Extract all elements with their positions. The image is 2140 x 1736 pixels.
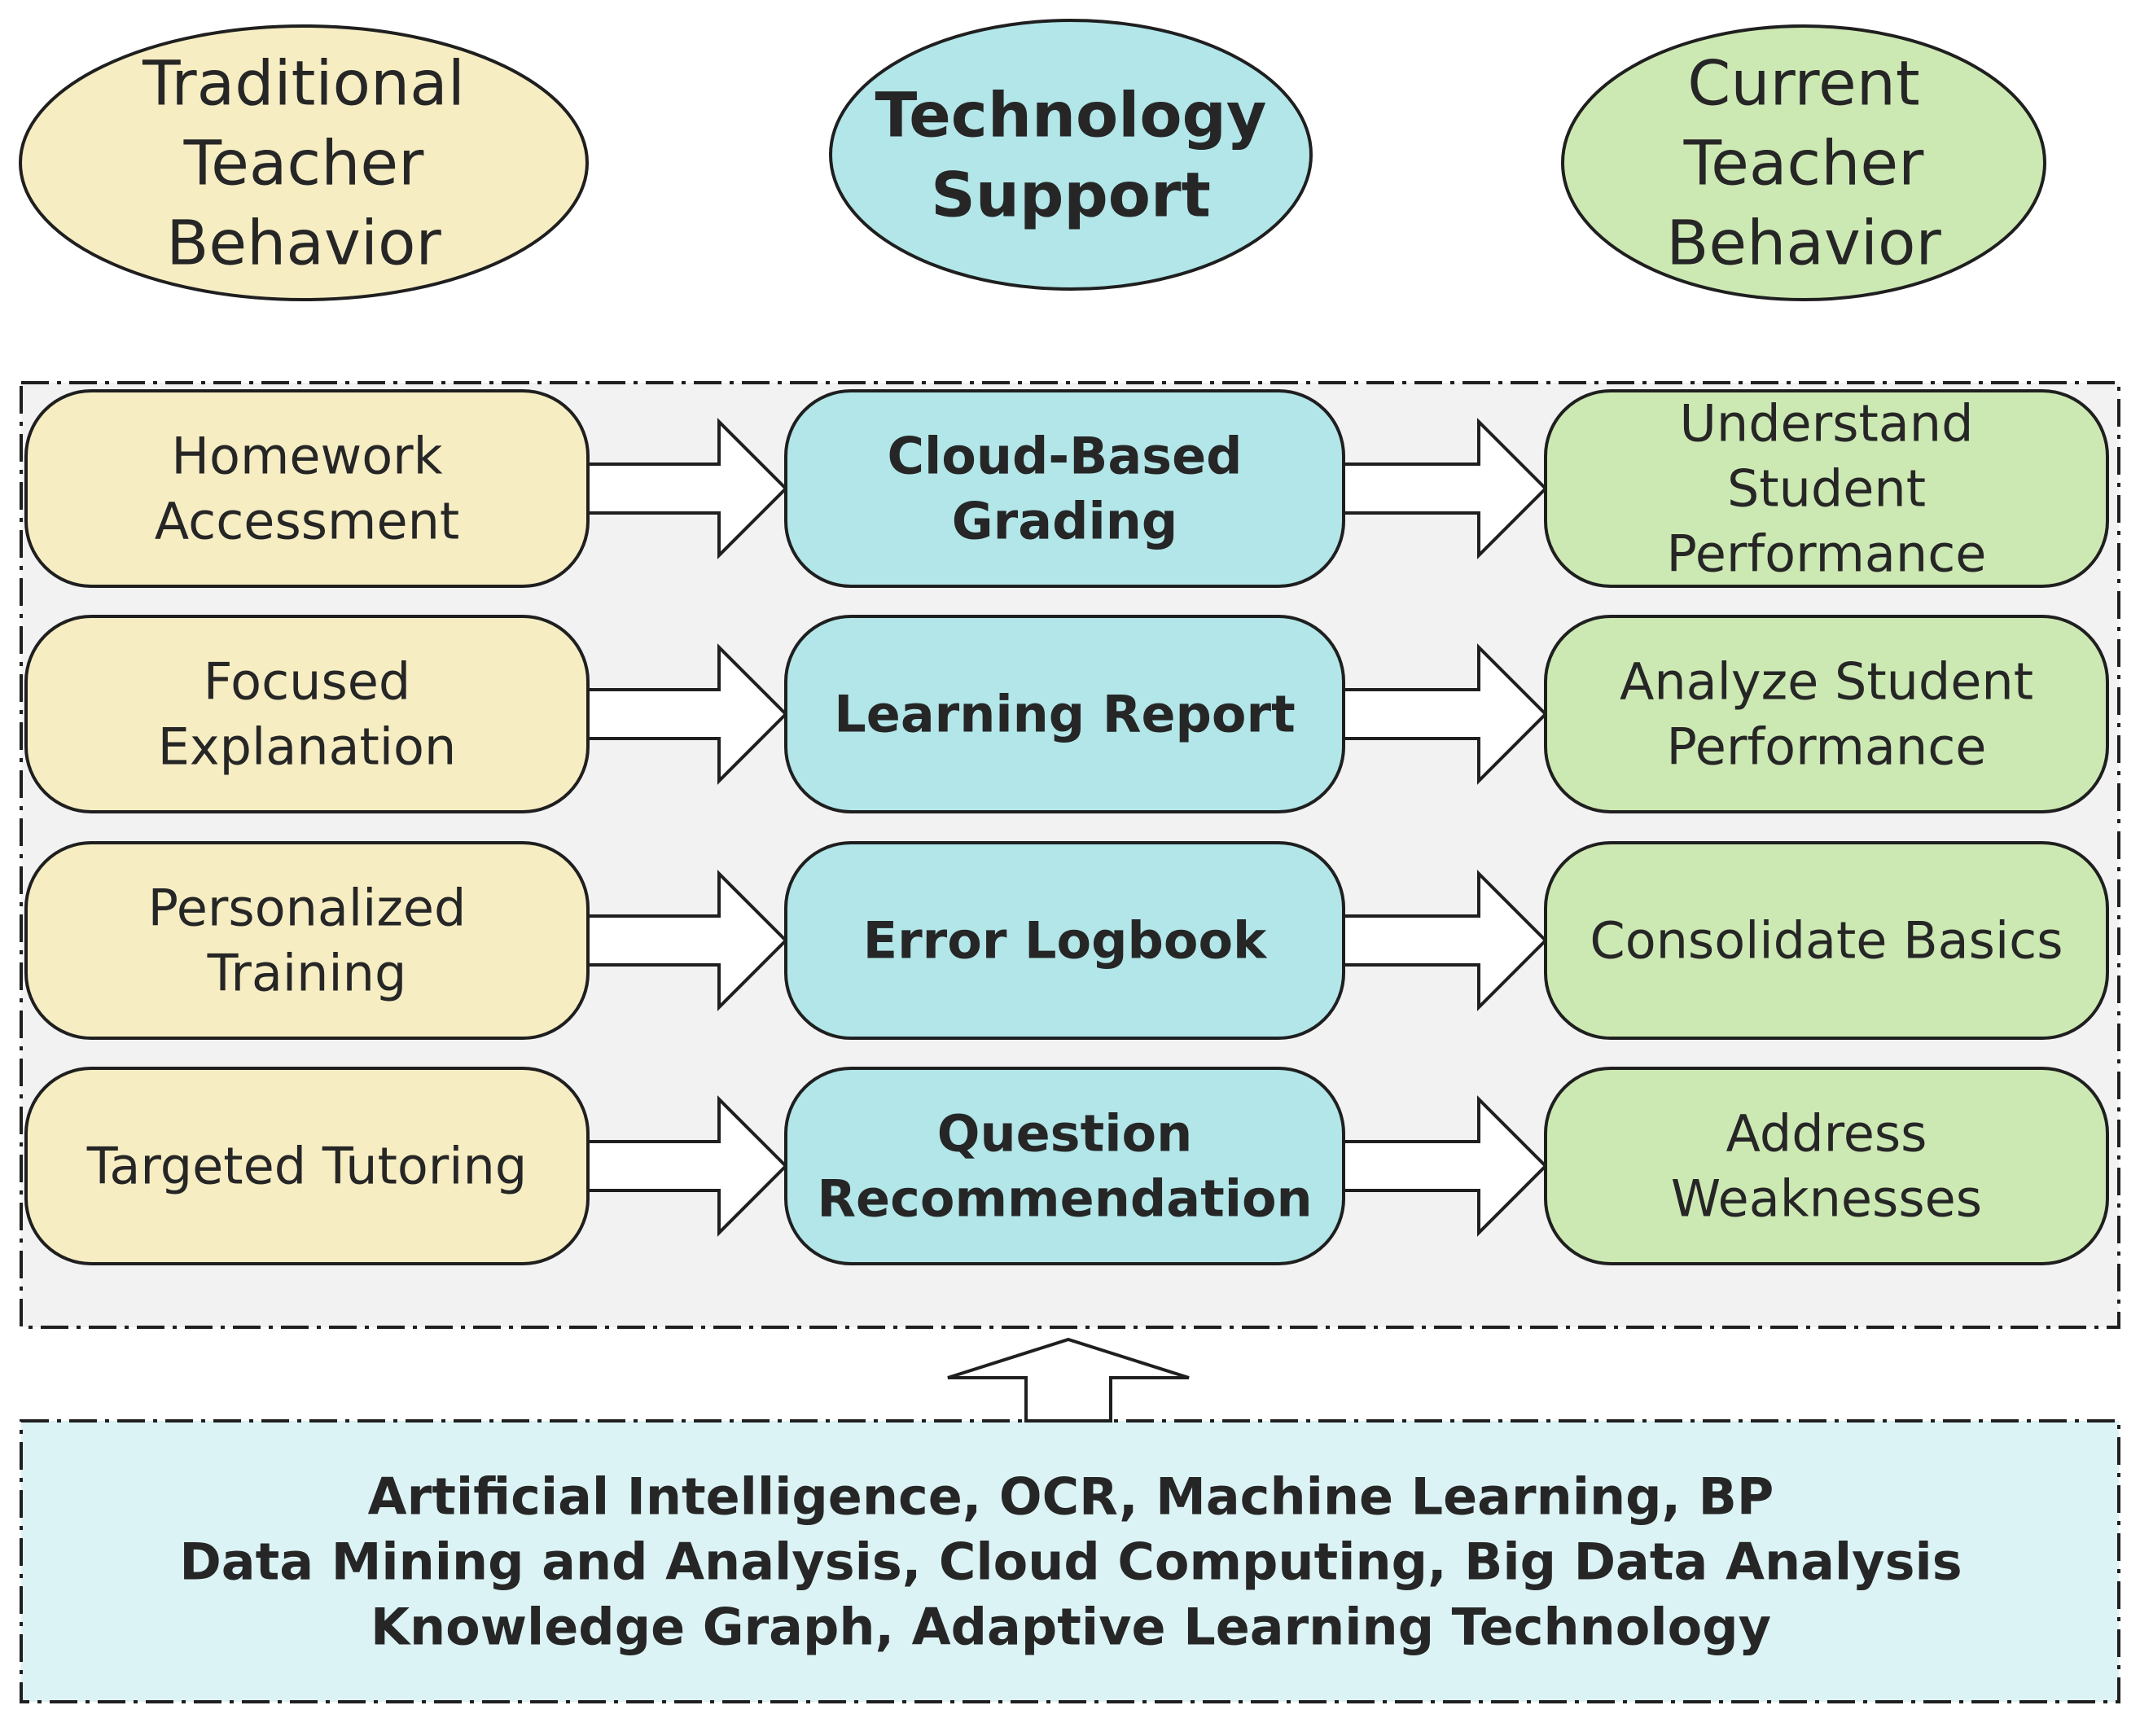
- row2-current-box-line-1: Analyze Student: [1620, 652, 2033, 712]
- arrow-row1-to-current: [1342, 418, 1548, 559]
- arrow-row1-to-technology: [586, 418, 788, 559]
- row3-traditional-box: [24, 841, 590, 1040]
- arrow-up-technologies: [947, 1337, 1190, 1423]
- row3-current-box: [1544, 841, 2109, 1040]
- row2-current-box: [1544, 615, 2109, 813]
- row1-technology-box-line-1: Cloud-Based: [887, 427, 1242, 486]
- arrow-row2-to-technology: [586, 643, 788, 785]
- row3-current-box-line-1: Consolidate Basics: [1590, 911, 2063, 971]
- row1-traditional-box-line-1: Homework: [171, 427, 442, 486]
- arrow-row3-to-technology: [586, 870, 788, 1011]
- row1-current-box-line-3: Performance: [1667, 524, 1987, 584]
- row4-traditional-box-line-1: Targeted Tutoring: [86, 1137, 527, 1196]
- row2-traditional-box: [24, 615, 590, 813]
- arrow-row4-to-current: [1342, 1095, 1548, 1237]
- technology-panel: [20, 1419, 2120, 1703]
- header-current-line-3: Behavior: [1666, 207, 1941, 279]
- row4-current-box-line-1: Address: [1726, 1104, 1927, 1164]
- row1-current-box: [1544, 389, 2109, 588]
- header-current-line-2: Teacher: [1683, 127, 1925, 199]
- row3-technology-box: [784, 841, 1345, 1040]
- row1-traditional-box: [24, 389, 590, 588]
- row1-current-box-line-2: Student: [1727, 459, 1926, 519]
- header-technology-ellipse: [829, 19, 1313, 291]
- technologies-text-line-3: Knowledge Graph, Adaptive Learning Techn…: [371, 1598, 1771, 1657]
- header-traditional-line-3: Behavior: [166, 207, 441, 279]
- header-current-line-1: Current: [1687, 47, 1919, 120]
- header-traditional-line-2: Teacher: [183, 127, 425, 199]
- arrow-row3-to-current: [1342, 870, 1548, 1011]
- technologies-text-line-1: Artificial Intelligence, OCR, Machine Le…: [368, 1467, 1774, 1527]
- row4-current-box: [1544, 1067, 2109, 1265]
- row3-technology-box-line-1: Error Logbook: [863, 911, 1268, 971]
- row2-technology-box: [784, 615, 1345, 813]
- row4-technology-box: [784, 1067, 1345, 1265]
- row2-current-box-line-2: Performance: [1667, 717, 1987, 777]
- row4-traditional-box: [24, 1067, 590, 1265]
- row4-technology-box-line-2: Recommendation: [817, 1169, 1312, 1229]
- header-current-ellipse: [1561, 24, 2046, 301]
- row2-technology-box-line-1: Learning Report: [834, 685, 1295, 744]
- row2-traditional-box-line-1: Focused: [204, 652, 411, 712]
- row1-current-box-line-1: Understand: [1680, 394, 1974, 454]
- row1-traditional-box-line-2: Accessment: [155, 492, 459, 551]
- row4-technology-box-line-1: Question: [937, 1104, 1192, 1164]
- header-technology-line-1: Technology: [875, 79, 1267, 151]
- row2-traditional-box-line-2: Explanation: [158, 717, 457, 777]
- arrow-row4-to-technology: [586, 1095, 788, 1237]
- row3-traditional-box-line-2: Training: [207, 944, 407, 1003]
- row1-technology-box-line-2: Grading: [952, 492, 1177, 551]
- header-traditional-ellipse: [19, 24, 589, 301]
- arrow-row2-to-current: [1342, 643, 1548, 785]
- row1-technology-box: [784, 389, 1345, 588]
- technologies-text-line-2: Data Mining and Analysis, Cloud Computin…: [179, 1532, 1962, 1592]
- header-traditional-line-1: Traditional: [142, 47, 465, 120]
- header-technology-line-2: Support: [931, 159, 1211, 231]
- row3-traditional-box-line-1: Personalized: [148, 879, 467, 938]
- row4-current-box-line-2: Weaknesses: [1671, 1169, 1982, 1229]
